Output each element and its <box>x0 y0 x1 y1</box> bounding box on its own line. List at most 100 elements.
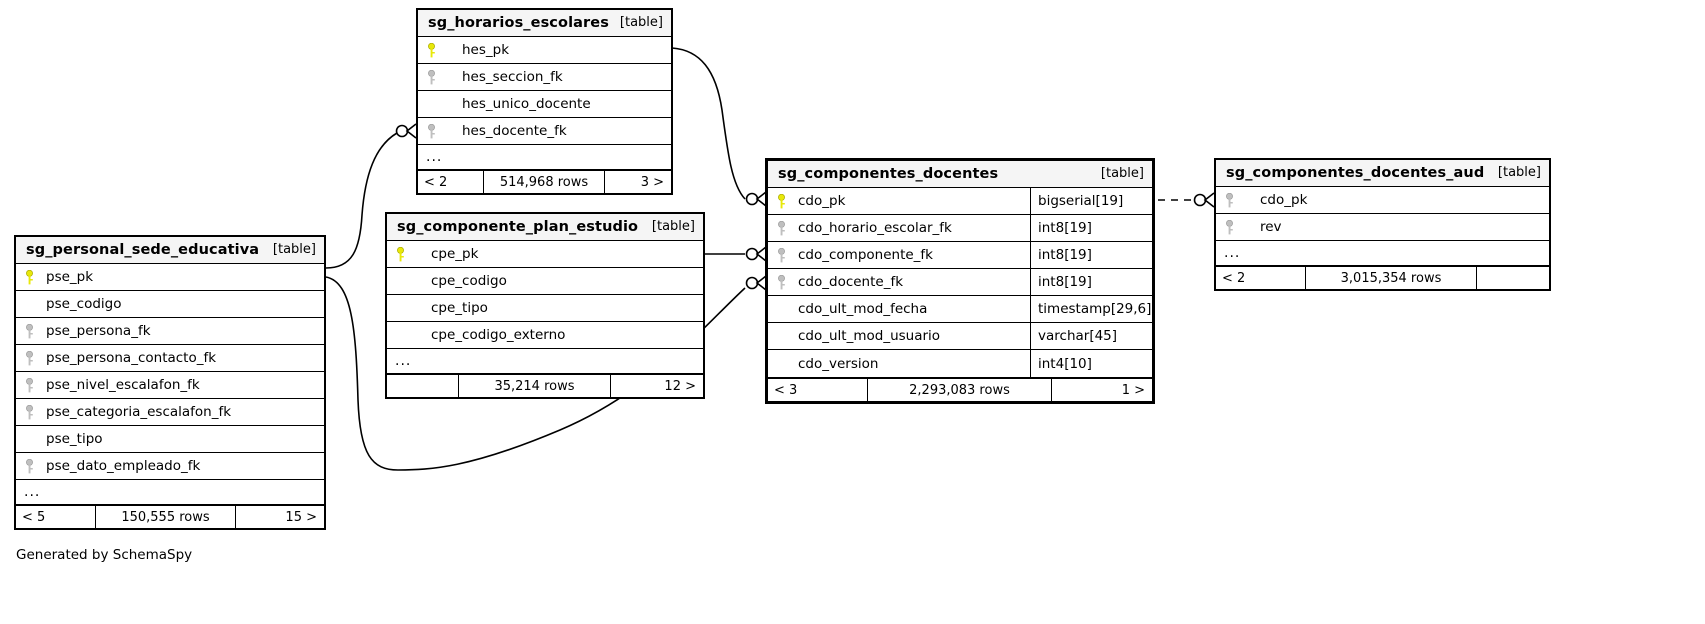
more-columns-row: ... <box>387 349 703 373</box>
table-sg_personal_sede_educativa[interactable]: sg_personal_sede_educativa [table] pse_p… <box>14 235 326 530</box>
footer-parents: < 5 <box>16 506 96 528</box>
table-row[interactable]: hes_docente_fk <box>418 118 671 145</box>
primary-key-icon <box>16 269 42 285</box>
table-row[interactable]: pse_tipo <box>16 426 324 453</box>
table-header: sg_personal_sede_educativa [table] <box>16 237 324 264</box>
footer-rowcount: 35,214 rows <box>459 375 611 397</box>
table-row[interactable]: hes_pk <box>418 37 671 64</box>
column-list: hes_pk hes_seccion_fk hes_unico_docente … <box>418 37 671 169</box>
more-columns-label: ... <box>395 353 412 369</box>
table-row[interactable]: cpe_codigo_externo <box>387 322 703 349</box>
table-row[interactable]: pse_codigo <box>16 291 324 318</box>
table-row[interactable]: pse_persona_contacto_fk <box>16 345 324 372</box>
footer-rowcount: 514,968 rows <box>484 171 605 193</box>
foreign-key-icon <box>768 274 794 290</box>
table-footer: < 5 150,555 rows 15 > <box>16 504 324 528</box>
table-kind-label: [table] <box>651 219 695 234</box>
footer-parents: < 2 <box>418 171 484 193</box>
column-name: hes_unico_docente <box>462 96 591 112</box>
more-columns-label: ... <box>1224 245 1241 261</box>
column-type: bigserial[19] <box>1030 188 1152 214</box>
edge-endpoint-circle <box>745 247 759 261</box>
table-row[interactable]: hes_unico_docente <box>418 91 671 118</box>
table-row[interactable]: cpe_tipo <box>387 295 703 322</box>
table-row[interactable]: pse_persona_fk <box>16 318 324 345</box>
table-row[interactable]: cdo_pk bigserial[19] <box>768 188 1152 215</box>
foreign-key-icon <box>768 247 794 263</box>
generated-by-label: Generated by SchemaSpy <box>16 547 193 563</box>
table-row[interactable]: pse_nivel_escalafon_fk <box>16 372 324 399</box>
table-row[interactable]: cpe_codigo <box>387 268 703 295</box>
crowfoot <box>405 123 417 139</box>
table-kind-label: [table] <box>272 242 316 257</box>
footer-parents <box>387 375 459 397</box>
footer-children: 1 > <box>1121 382 1145 398</box>
table-row[interactable]: cdo_docente_fk int8[19] <box>768 269 1152 296</box>
column-name: pse_persona_fk <box>46 323 151 339</box>
footer-parents: < 3 <box>768 379 868 401</box>
table-sg_horarios_escolares[interactable]: sg_horarios_escolares [table] hes_pk hes… <box>416 8 673 195</box>
table-sg_componente_plan_estudio[interactable]: sg_componente_plan_estudio [table] cpe_p… <box>385 212 705 399</box>
foreign-key-icon <box>16 350 42 366</box>
table-sg_componentes_docentes[interactable]: sg_componentes_docentes [table] cdo_pk b… <box>765 158 1155 404</box>
table-row[interactable]: cpe_pk <box>387 241 703 268</box>
column-name: cdo_ult_mod_usuario <box>798 328 941 344</box>
table-row[interactable]: rev <box>1216 214 1549 241</box>
table-row[interactable]: cdo_pk <box>1216 187 1549 214</box>
foreign-key-icon <box>768 220 794 236</box>
table-row[interactable]: pse_categoria_escalafon_fk <box>16 399 324 426</box>
table-header: sg_componentes_docentes_aud [table] <box>1216 160 1549 187</box>
column-name: cpe_codigo_externo <box>431 327 566 343</box>
table-sg_componentes_docentes_aud[interactable]: sg_componentes_docentes_aud [table] cdo_… <box>1214 158 1551 291</box>
table-name: sg_personal_sede_educativa <box>26 241 260 258</box>
column-list: pse_pk pse_codigo pse_persona_fk pse_per… <box>16 264 324 504</box>
table-row[interactable]: pse_pk <box>16 264 324 291</box>
footer-rowcount: 150,555 rows <box>96 506 236 528</box>
table-footer: < 2 3,015,354 rows <box>1216 265 1549 289</box>
footer-rowcount: 3,015,354 rows <box>1306 267 1477 289</box>
table-row[interactable]: cdo_horario_escolar_fk int8[19] <box>768 215 1152 242</box>
table-name: sg_horarios_escolares <box>428 14 609 31</box>
foreign-key-icon <box>418 69 444 85</box>
column-name: pse_nivel_escalafon_fk <box>46 377 200 393</box>
column-name: cdo_pk <box>798 193 846 209</box>
table-footer: 35,214 rows 12 > <box>387 373 703 397</box>
more-columns-row: ... <box>16 480 324 504</box>
column-name: cpe_tipo <box>431 300 488 316</box>
foreign-key-icon <box>418 123 444 139</box>
column-name: pse_codigo <box>46 296 122 312</box>
more-columns-row: ... <box>418 145 671 169</box>
column-name: cdo_horario_escolar_fk <box>798 220 952 236</box>
table-footer: < 2 514,968 rows 3 > <box>418 169 671 193</box>
column-name: cpe_codigo <box>431 273 507 289</box>
column-type: int8[19] <box>1030 269 1152 295</box>
table-row[interactable]: cdo_ult_mod_usuario varchar[45] <box>768 323 1152 350</box>
column-name: pse_dato_empleado_fk <box>46 458 201 474</box>
table-kind-label: [table] <box>619 15 663 30</box>
foreign-key-icon <box>16 458 42 474</box>
column-name: cdo_pk <box>1260 192 1308 208</box>
table-row[interactable]: cdo_componente_fk int8[19] <box>768 242 1152 269</box>
footer-children: 3 > <box>640 174 664 190</box>
column-type: timestamp[29,6] <box>1030 296 1152 322</box>
column-list: cdo_pk bigserial[19] cdo_horario_escolar… <box>768 188 1152 377</box>
crowfoot <box>1203 192 1215 208</box>
column-type: int8[19] <box>1030 215 1152 241</box>
table-row[interactable]: hes_seccion_fk <box>418 64 671 91</box>
table-row[interactable]: cdo_version int4[10] <box>768 350 1152 377</box>
column-name: cdo_docente_fk <box>798 274 904 290</box>
column-name: pse_tipo <box>46 431 103 447</box>
column-name: cdo_version <box>798 355 879 372</box>
column-name: pse_persona_contacto_fk <box>46 350 217 366</box>
edge-endpoint-circle <box>745 192 759 206</box>
table-row[interactable]: pse_dato_empleado_fk <box>16 453 324 480</box>
more-columns-row: ... <box>1216 241 1549 265</box>
column-name: hes_pk <box>462 42 510 58</box>
column-name: hes_docente_fk <box>462 123 567 139</box>
column-name: hes_seccion_fk <box>462 69 563 85</box>
table-row[interactable]: cdo_ult_mod_fecha timestamp[29,6] <box>768 296 1152 323</box>
column-name: cdo_componente_fk <box>798 247 933 263</box>
foreign-key-icon <box>16 404 42 420</box>
column-type: int4[10] <box>1030 350 1152 377</box>
